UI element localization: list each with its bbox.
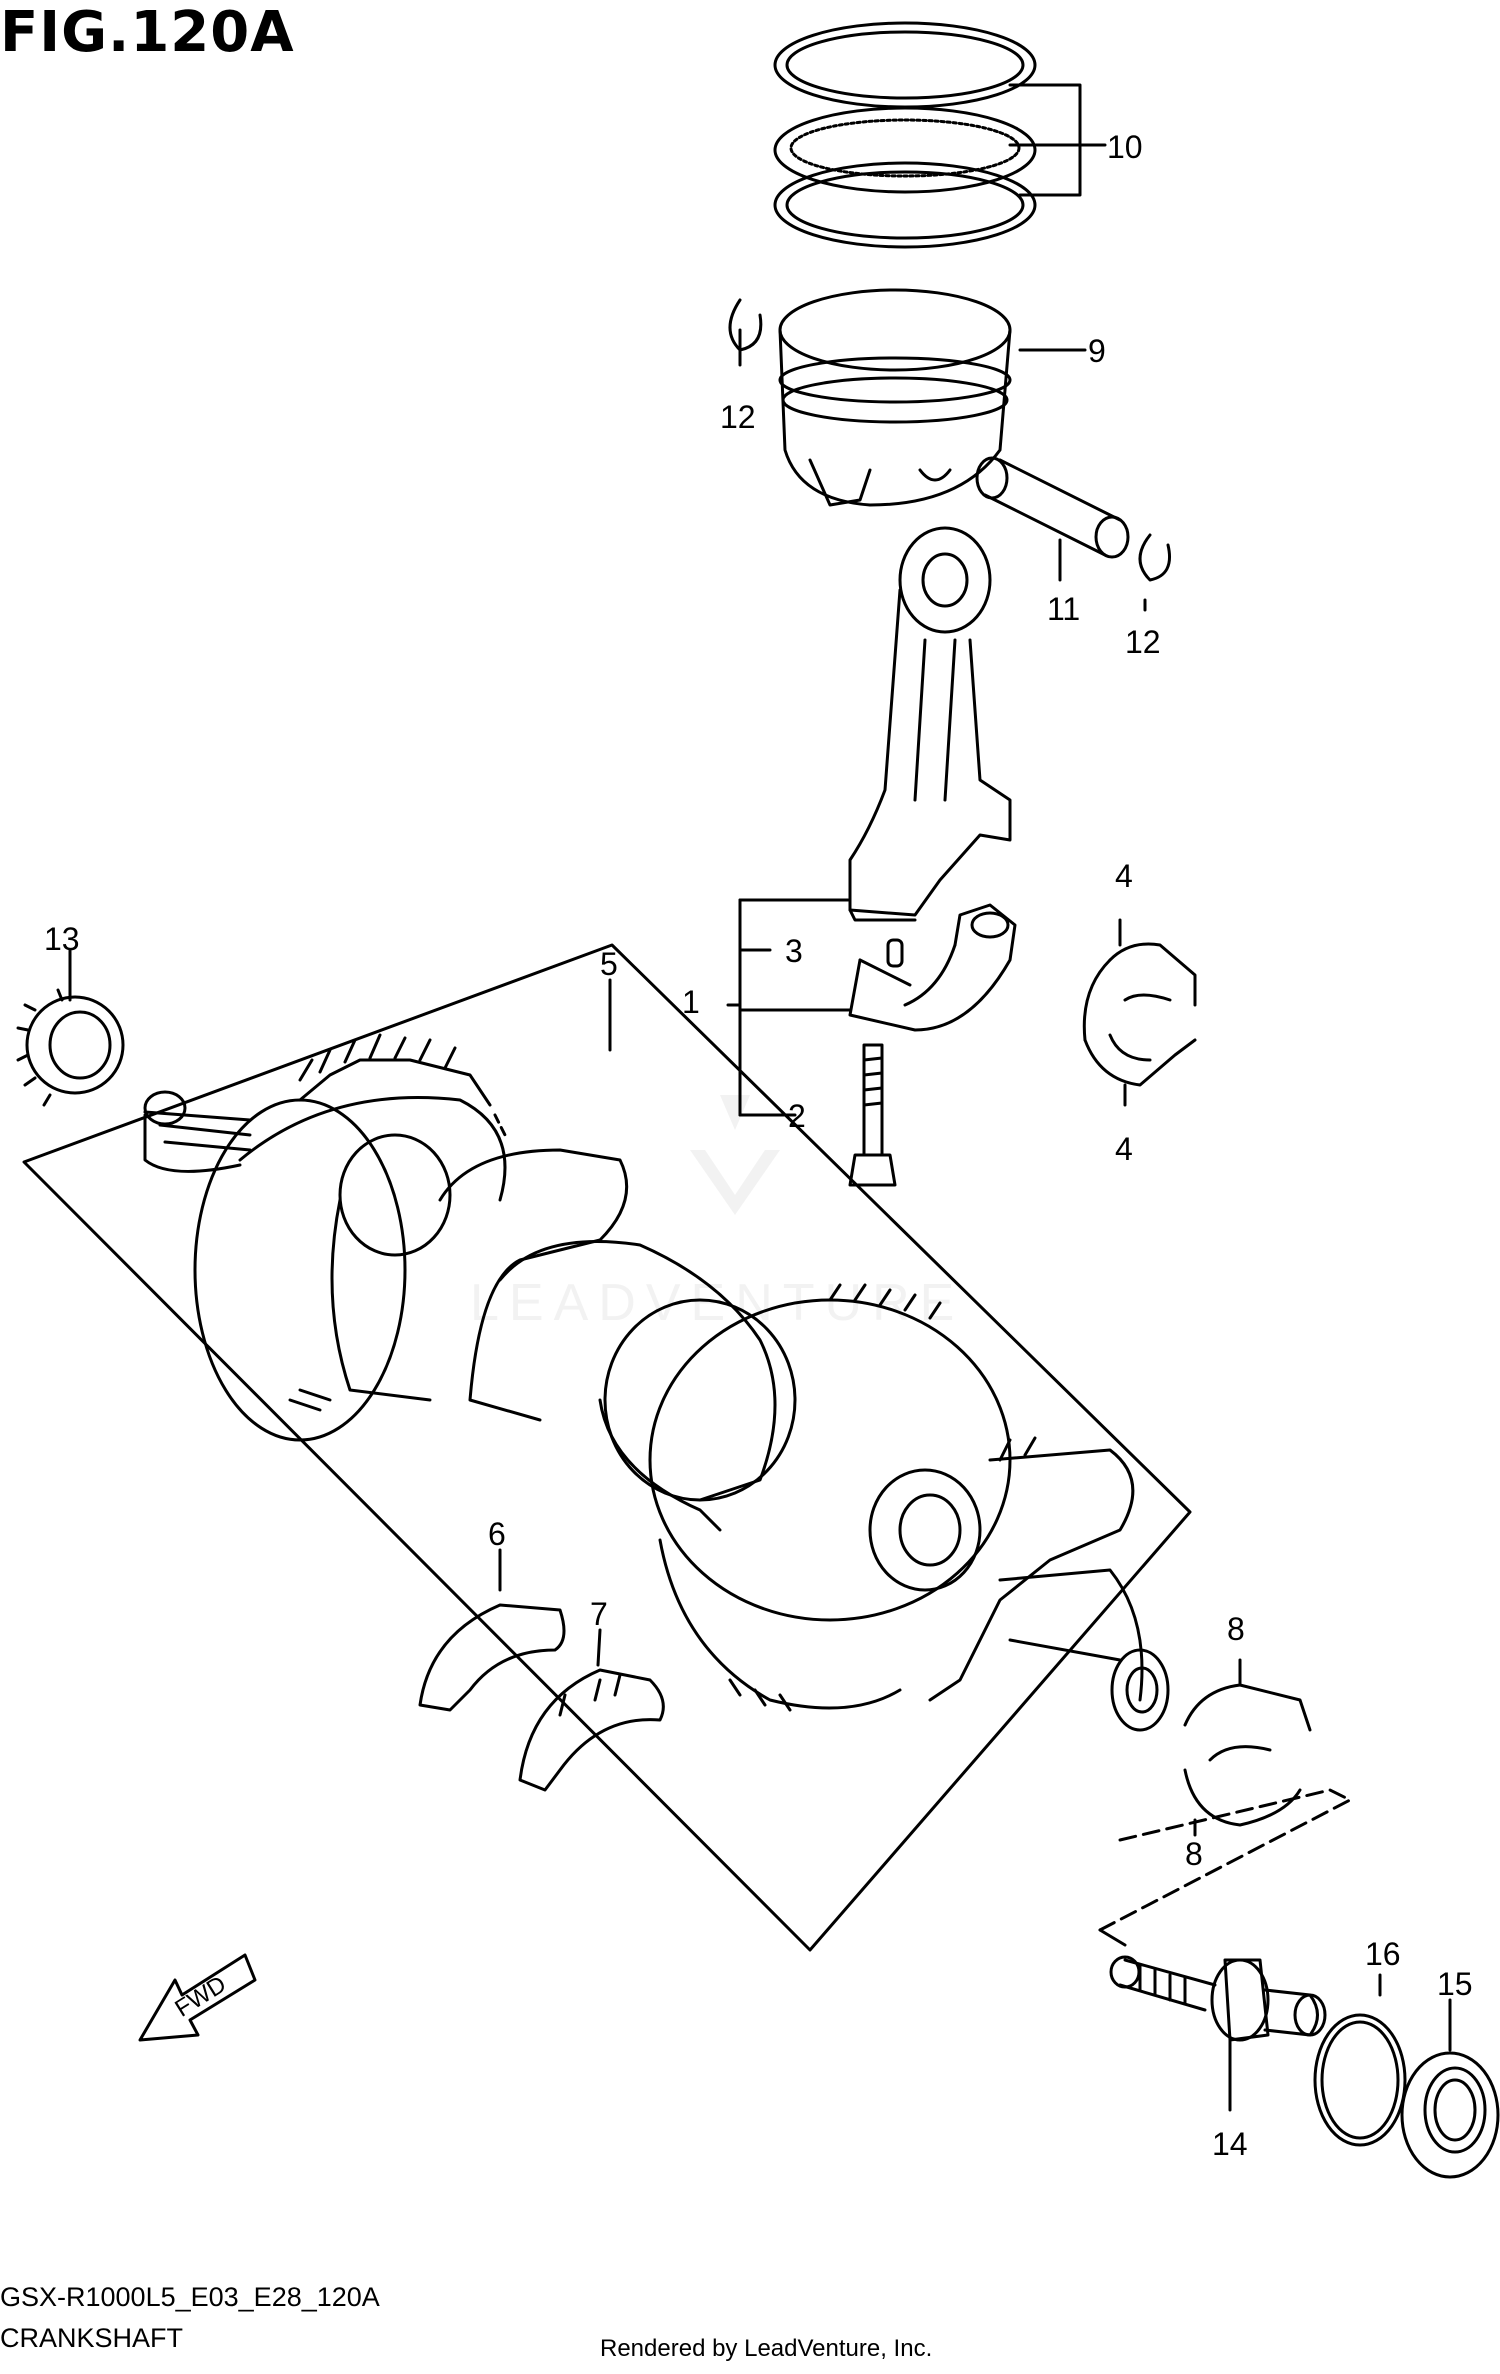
thrust-bearing-washer [518,1668,665,1792]
callout-leaders [68,83,1452,2112]
callout-8-top: 8 [1227,1611,1245,1647]
callout-8-bottom: 8 [1185,1836,1203,1872]
callout-13: 13 [44,921,80,957]
figure-title: FIG.120A [0,0,295,65]
callout-2: 2 [788,1098,806,1134]
callout-11: 11 [1047,591,1080,627]
callout-4-top: 4 [1115,858,1133,894]
callout-9: 9 [1088,333,1106,369]
cam-drive-gear [16,988,125,1107]
callout-12-right: 12 [1125,624,1161,660]
oil-seal [1400,2051,1500,2179]
connecting-rod-bolt [848,1043,897,1187]
section-name: CRANKSHAFT [0,2323,184,2353]
fwd-arrow [138,1953,257,2042]
dashed-leader-end [1098,1928,1127,1947]
callout-7: 7 [590,1596,608,1632]
callout-4-bottom: 4 [1115,1131,1133,1167]
callout-3: 3 [785,933,803,969]
piston-rings [773,21,1037,249]
callout-15: 15 [1437,1966,1473,2002]
connecting-rod-cap [848,903,1017,1032]
callout-10: 10 [1107,129,1143,165]
crankshaft-assembly-box [22,943,1192,1952]
callout-1: 1 [682,984,700,1020]
dowel-pin [886,938,904,968]
crankshaft [143,1033,1170,1732]
callout-14: 14 [1212,2126,1248,2162]
dashed-leader-gear [493,1113,507,1137]
callout-12-left: 12 [720,399,756,435]
callout-5: 5 [600,946,618,982]
callout-6: 6 [488,1516,506,1552]
circlip [1313,2013,1407,2147]
piston [778,288,1012,507]
callout-1-bracket [726,898,852,1117]
connecting-rod [848,526,1012,922]
rendered-by-credit: Rendered by LeadVenture, Inc. [600,2335,933,2362]
piston-pin-circlip-left [728,298,763,352]
callout-16: 16 [1365,1936,1401,1972]
crankshaft-end-bolt [1109,1955,1327,2042]
watermark: LEADVENTURE [470,1095,964,1332]
piston-pin [975,456,1130,559]
connecting-rod-bearings [1082,918,1197,1107]
model-code: GSX-R1000L5_E03_E28_120A [0,2282,380,2312]
thrust-bearing [418,1603,566,1712]
callout-7-leader [596,1628,602,1667]
piston-pin-circlip-right [1138,533,1171,582]
watermark-text: LEADVENTURE [470,1274,964,1332]
dashed-leader [1098,1788,1352,1932]
